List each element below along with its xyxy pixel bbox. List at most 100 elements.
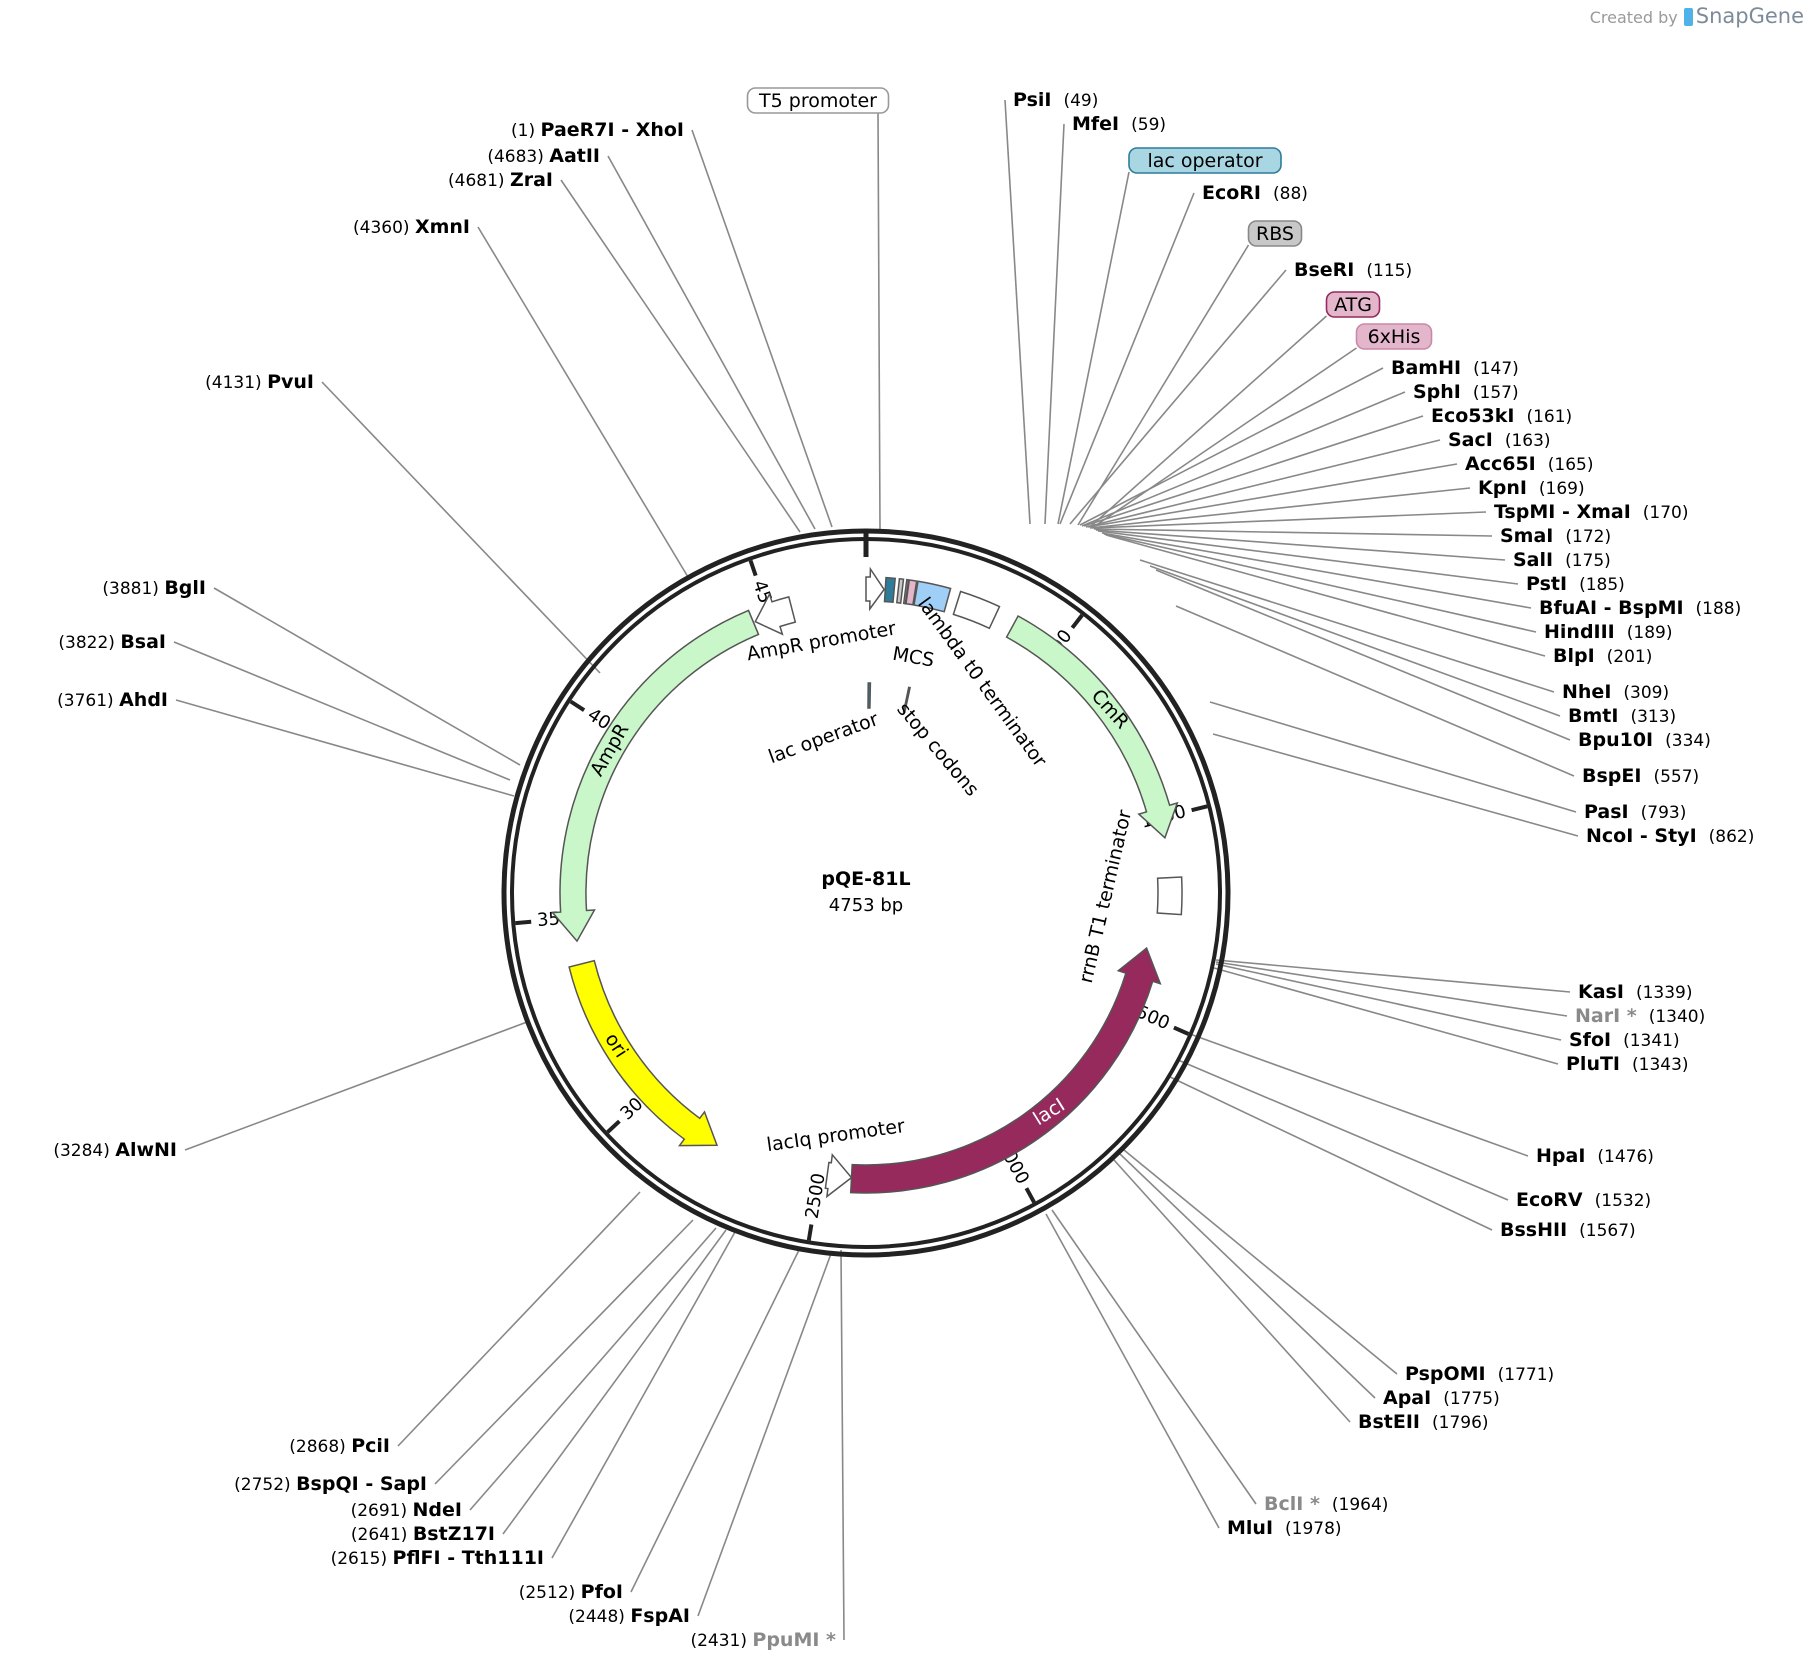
callout-label: lac operator [1147, 150, 1262, 172]
site-leader-line [1044, 123, 1065, 525]
site-leader-line [1004, 99, 1031, 525]
site-position: (3284) [53, 1141, 115, 1161]
site-position: (1339) [1636, 983, 1693, 1003]
site-name: MluI [1227, 1517, 1273, 1539]
site-leader-line [560, 179, 801, 533]
restriction-site-label: (4360) XmnI [353, 216, 470, 238]
site-position: (1) [511, 121, 540, 141]
site-leader-line [630, 1247, 801, 1593]
site-name: PluTI [1566, 1053, 1620, 1075]
site-name: AatII [549, 145, 600, 167]
restriction-site-label: SphI (157) [1413, 381, 1519, 403]
site-name: - Tth111I [441, 1547, 544, 1569]
site-position: (88) [1273, 184, 1308, 204]
site-leader-line [1119, 1153, 1376, 1399]
site-name: EcoRV [1516, 1189, 1583, 1211]
site-name: - XmaI [1555, 501, 1630, 523]
ampr-feature [551, 609, 760, 943]
restriction-site-label: (2641) BstZ17I [351, 1523, 495, 1545]
site-position: (793) [1641, 803, 1687, 823]
site-position: (175) [1565, 551, 1611, 571]
site-name: BmtI [1568, 705, 1618, 727]
lac-operator-callout [1128, 147, 1282, 174]
site-leader-line [551, 1231, 736, 1559]
ampr-label: AmpR [586, 720, 633, 780]
site-position: (157) [1473, 383, 1519, 403]
site-leader-line [434, 1219, 694, 1485]
plasmid-name: pQE-81L [821, 868, 910, 890]
site-position: (3761) [57, 691, 119, 711]
site-name: SphI [1413, 381, 1461, 403]
restriction-site-label: SacI(163) [1448, 429, 1551, 451]
site-leader-line [1081, 391, 1406, 527]
callout-leader [1057, 171, 1130, 525]
rbs-callout [1247, 220, 1303, 247]
restriction-site-label: (3284) AlwNI [53, 1139, 177, 1161]
laciq-promoter-feature [824, 1153, 853, 1199]
6xhis-callout [1355, 323, 1433, 350]
site-name: BclI * [1264, 1493, 1320, 1515]
site-leader-line [1051, 1209, 1257, 1505]
cmr-feature [1005, 614, 1179, 840]
restriction-site-label: BspEI(557) [1582, 765, 1699, 787]
restriction-site-label: BclI *(1964) [1264, 1493, 1388, 1515]
restriction-site-label: KpnI(169) [1478, 477, 1585, 499]
site-leader-line [1209, 701, 1577, 813]
site-name: PpuMI * [752, 1629, 836, 1651]
site-name: NcoI [1586, 825, 1633, 847]
site-name: PciI [351, 1435, 390, 1457]
mcs-feature [913, 580, 952, 613]
restriction-site-label: SmaI(172) [1500, 525, 1611, 547]
site-position: (2512) [519, 1583, 581, 1603]
site-name: PasI [1584, 801, 1629, 823]
site-name: BstEII [1358, 1411, 1420, 1433]
site-leader-line [1175, 605, 1575, 777]
restriction-site-label: Eco53kI (161) [1431, 405, 1572, 427]
site-name: - XhoI [615, 119, 684, 141]
site-leader-line [397, 1191, 641, 1447]
restriction-site-label: HpaI(1476) [1536, 1145, 1654, 1167]
site-position: (161) [1526, 407, 1572, 427]
ampr-promoter-feature [754, 592, 797, 636]
callout-leader [1077, 244, 1250, 526]
restriction-site-label: (2512) PfoI [519, 1581, 623, 1603]
site-leader-line [1123, 1149, 1398, 1375]
stop-codons-label: stop codons [892, 698, 983, 800]
tick-mark [1024, 1187, 1036, 1204]
site-position: (862) [1709, 827, 1755, 847]
site-name: NarI * [1575, 1005, 1637, 1027]
site-position: (188) [1696, 599, 1742, 619]
restriction-site-label: Bpu10I(334) [1578, 729, 1711, 751]
tick-mark [1191, 804, 1208, 813]
laci-feature [849, 946, 1162, 1194]
site-leader-line [1189, 1033, 1529, 1157]
site-position: (313) [1630, 707, 1676, 727]
site-position: (1771) [1498, 1365, 1555, 1385]
ori-feature [568, 959, 719, 1147]
callout-leader [877, 111, 881, 531]
site-name: Eco53kI [1431, 405, 1514, 427]
site-position: (4683) [487, 147, 549, 167]
rbs-feature [895, 577, 905, 604]
tick-mark [515, 919, 532, 926]
site-leader-line [1069, 269, 1287, 525]
rrnb-t1-terminator-label: rrnB T1 terminator [1075, 808, 1136, 985]
restriction-site-label: (3761) AhdI [57, 689, 168, 711]
restriction-site-label: NcoI - StyI (862) [1586, 825, 1754, 847]
restriction-site-label: PspOMI(1771) [1405, 1363, 1554, 1385]
site-position: (201) [1607, 647, 1653, 667]
site-name: Acc65I [1465, 453, 1536, 475]
laciq-promoter-label: lacIq promoter [765, 1115, 906, 1156]
site-position: (2868) [289, 1437, 351, 1457]
site-position: (165) [1548, 455, 1594, 475]
site-name: BsaI [120, 631, 166, 653]
site-name: BfuAI [1539, 597, 1597, 619]
site-leader-line [1093, 528, 1493, 537]
restriction-site-label: (2615) PflFI - Tth111I [331, 1547, 544, 1569]
site-name: - StyI [1633, 825, 1696, 847]
site-name: SacI [1448, 429, 1493, 451]
snapgene-logo-icon [1683, 8, 1693, 26]
restriction-site-label: (3822) BsaI [58, 631, 166, 653]
site-labels: PsiI(49)MfeI(59)EcoRI(88)BseRI(115)BamHI… [53, 87, 1754, 1651]
